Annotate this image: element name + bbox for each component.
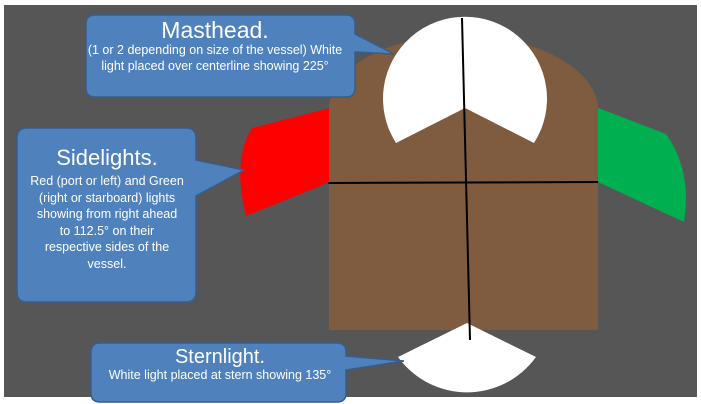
masthead-description: (1 or 2 depending on size of the vessel)… [84, 42, 346, 74]
sidelights-description: Red (port or left) and Green (right or s… [18, 173, 196, 272]
sidelights-title: Sidelights. [18, 146, 196, 170]
masthead-callout: Masthead. (1 or 2 depending on size of t… [84, 18, 346, 74]
beam-line [328, 182, 598, 183]
sternlight-callout: Sternlight. White light placed at stern … [92, 346, 348, 383]
sternlight-title: Sternlight. [92, 346, 348, 368]
sidelights-callout: Sidelights. Red (port or left) and Green… [18, 146, 196, 272]
masthead-title: Masthead. [84, 18, 346, 42]
sternlight-description: White light placed at stern showing 135° [92, 368, 348, 383]
